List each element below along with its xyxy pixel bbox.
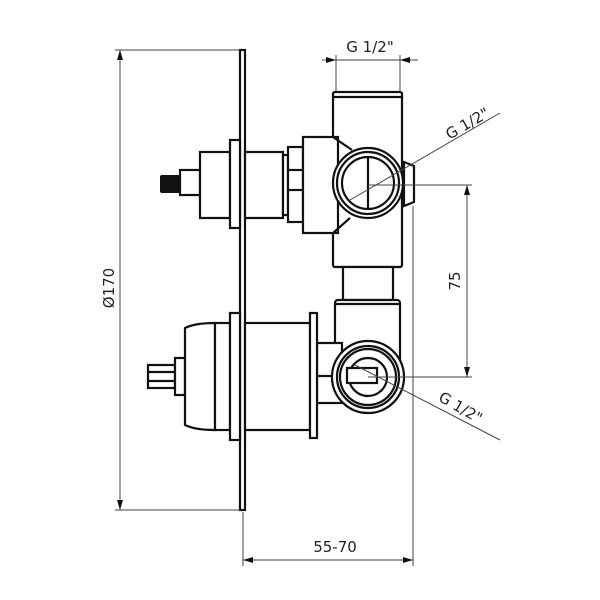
dimension-center-distance: 75 (368, 184, 472, 378)
depth-label: 55-70 (313, 538, 357, 556)
lower-valve-body (315, 298, 406, 415)
lower-connection-label: G 1/2" (435, 388, 485, 427)
upper-valve-body (301, 90, 416, 269)
dimension-diameter: Ø170 (100, 49, 240, 511)
upper-cartridge (160, 138, 305, 230)
lower-cartridge (146, 311, 319, 442)
cover-plate (238, 48, 247, 512)
diameter-label: Ø170 (100, 268, 118, 308)
dimension-top-connection: G 1/2" (322, 38, 418, 92)
dimension-depth: 55-70 (242, 206, 414, 566)
connecting-pipe (341, 265, 395, 302)
splined-spindle (146, 363, 177, 390)
knurled-spindle (160, 175, 180, 193)
upper-connection-label: G 1/2" (442, 104, 492, 143)
top-connection-label: G 1/2" (346, 38, 393, 56)
center-distance-label: 75 (446, 271, 464, 290)
